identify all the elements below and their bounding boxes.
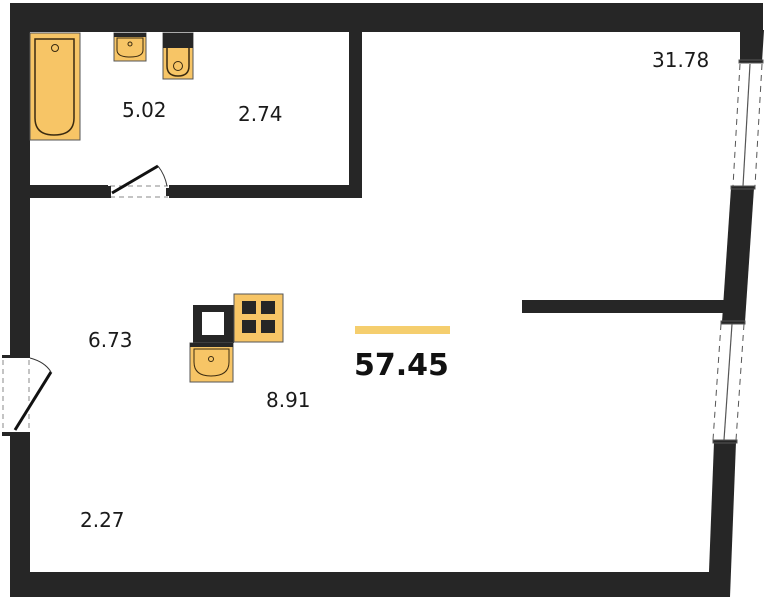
room-area-entrance: 2.27 [80, 508, 125, 532]
entrance-door[interactable] [2, 355, 53, 436]
bottom-wall [10, 572, 728, 597]
right-wall-bottom [708, 442, 736, 597]
fridge-icon [193, 305, 234, 343]
top-wall [10, 3, 763, 32]
bathroom-door[interactable] [107, 164, 170, 198]
walls [10, 3, 764, 597]
bathroom-wall-right [169, 185, 362, 198]
right-wall-middle [722, 188, 754, 322]
bathroom-sink-icon [113, 32, 147, 62]
total-area: 57.45 [354, 348, 449, 383]
right-wall-top [740, 30, 764, 62]
room-area-hall: 6.73 [88, 328, 133, 352]
left-wall-upper [10, 3, 30, 357]
window-top-right [730, 59, 764, 190]
room-area-bathroom: 5.02 [122, 98, 167, 122]
kitchen-sink-icon [189, 342, 234, 383]
room-area-storage: 2.74 [238, 102, 283, 126]
total-area-accent-bar [355, 326, 450, 334]
room-area-living-room: 31.78 [652, 48, 709, 72]
room-area-kitchen: 8.91 [266, 388, 311, 412]
toilet-icon [162, 32, 194, 80]
left-wall-lower [10, 434, 30, 597]
bathroom-wall-vertical [349, 30, 362, 198]
bathtub-icon [29, 32, 81, 141]
window-bottom-right [712, 320, 746, 444]
bathroom-wall-left [30, 185, 108, 198]
stove-icon [233, 293, 284, 343]
partition-wall [522, 300, 727, 313]
